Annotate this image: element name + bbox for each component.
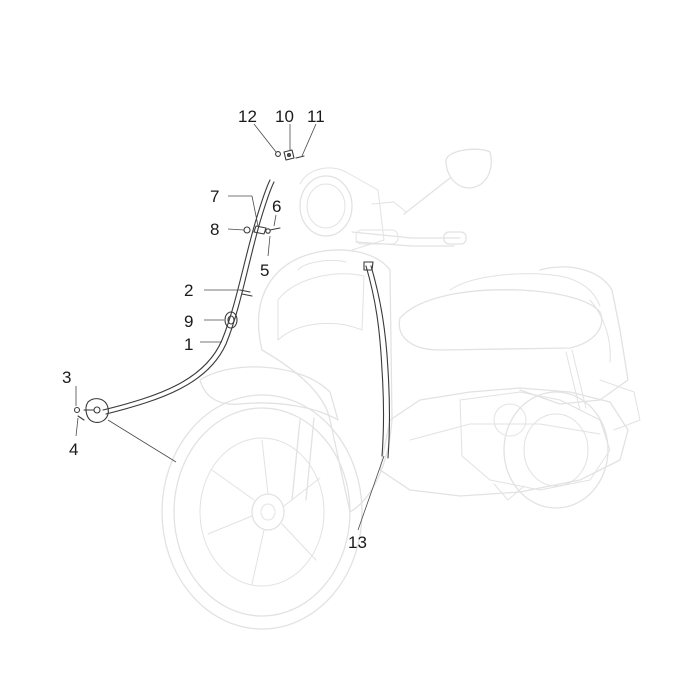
callout-11: 11 <box>307 107 325 126</box>
callout-2: 2 <box>184 281 193 300</box>
front-fender <box>199 366 339 421</box>
nut-12 <box>275 151 281 157</box>
screw-6 <box>269 227 281 231</box>
speedometer-cable <box>102 179 271 411</box>
cable-clamp-9 <box>224 311 238 329</box>
callout-12: 12 <box>238 107 257 126</box>
engine <box>459 391 611 491</box>
screw-8 <box>243 226 251 234</box>
callout-9: 9 <box>184 312 193 331</box>
parts <box>73 149 391 459</box>
rear-body <box>519 266 629 405</box>
bracket-10 <box>283 149 295 161</box>
cable-13 <box>365 265 385 457</box>
callout-labels: 1 2 3 4 5 6 7 8 9 10 11 12 13 <box>62 107 367 552</box>
screw-11 <box>295 155 305 159</box>
leg-shield <box>257 249 393 513</box>
callout-4: 4 <box>69 440 78 459</box>
headlight <box>299 175 353 237</box>
callout-13: 13 <box>348 533 367 552</box>
mirror <box>403 148 492 215</box>
callout-5: 5 <box>260 261 269 280</box>
leader-lines <box>75 123 385 531</box>
drive-gear <box>83 398 109 423</box>
callout-1: 1 <box>184 335 193 354</box>
callout-10: 10 <box>275 107 294 126</box>
cable-upper-fitting <box>253 225 267 235</box>
callout-8: 8 <box>210 220 219 239</box>
callout-7: 7 <box>210 187 219 206</box>
bolt-4 <box>77 415 85 421</box>
rear-wheel <box>503 391 609 509</box>
seat <box>398 289 603 351</box>
washer-3 <box>73 406 81 414</box>
floorboard <box>379 387 629 497</box>
front-fork <box>291 417 315 501</box>
cable-clip-2 <box>239 289 253 297</box>
front-wheel <box>161 394 363 630</box>
callout-3: 3 <box>62 368 71 387</box>
callout-6: 6 <box>272 197 281 216</box>
scooter-outline <box>161 148 641 630</box>
